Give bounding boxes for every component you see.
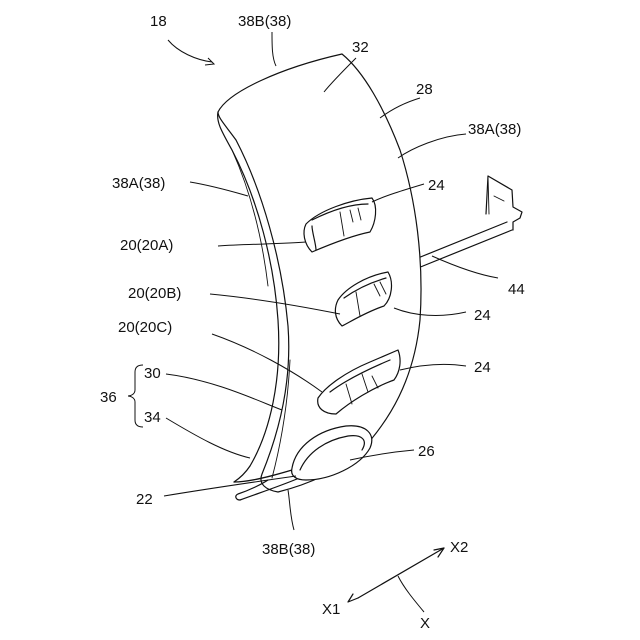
label-24-b: 24 (474, 307, 491, 324)
label-x2: X2 (450, 539, 468, 556)
label-38a-left: 38A(38) (112, 175, 165, 192)
label-36: 36 (100, 389, 117, 406)
label-x1: X1 (322, 601, 340, 618)
label-24-a: 24 (428, 177, 445, 194)
label-38b-bottom: 38B(38) (262, 541, 315, 558)
label-26: 26 (418, 443, 435, 460)
label-x: X (420, 615, 430, 632)
label-38b-top: 38B(38) (238, 13, 291, 30)
label-28: 28 (416, 81, 433, 98)
direction-arrow-x (348, 548, 444, 612)
label-18: 18 (150, 13, 167, 30)
label-38a-right: 38A(38) (468, 121, 521, 138)
label-32: 32 (352, 39, 369, 56)
label-20b: 20(20B) (128, 285, 181, 302)
label-20c: 20(20C) (118, 319, 172, 336)
label-44: 44 (508, 281, 525, 298)
label-30: 30 (144, 365, 161, 382)
label-20a: 20(20A) (120, 237, 173, 254)
label-22: 22 (136, 491, 153, 508)
label-24-c: 24 (474, 359, 491, 376)
label-34: 34 (144, 409, 161, 426)
